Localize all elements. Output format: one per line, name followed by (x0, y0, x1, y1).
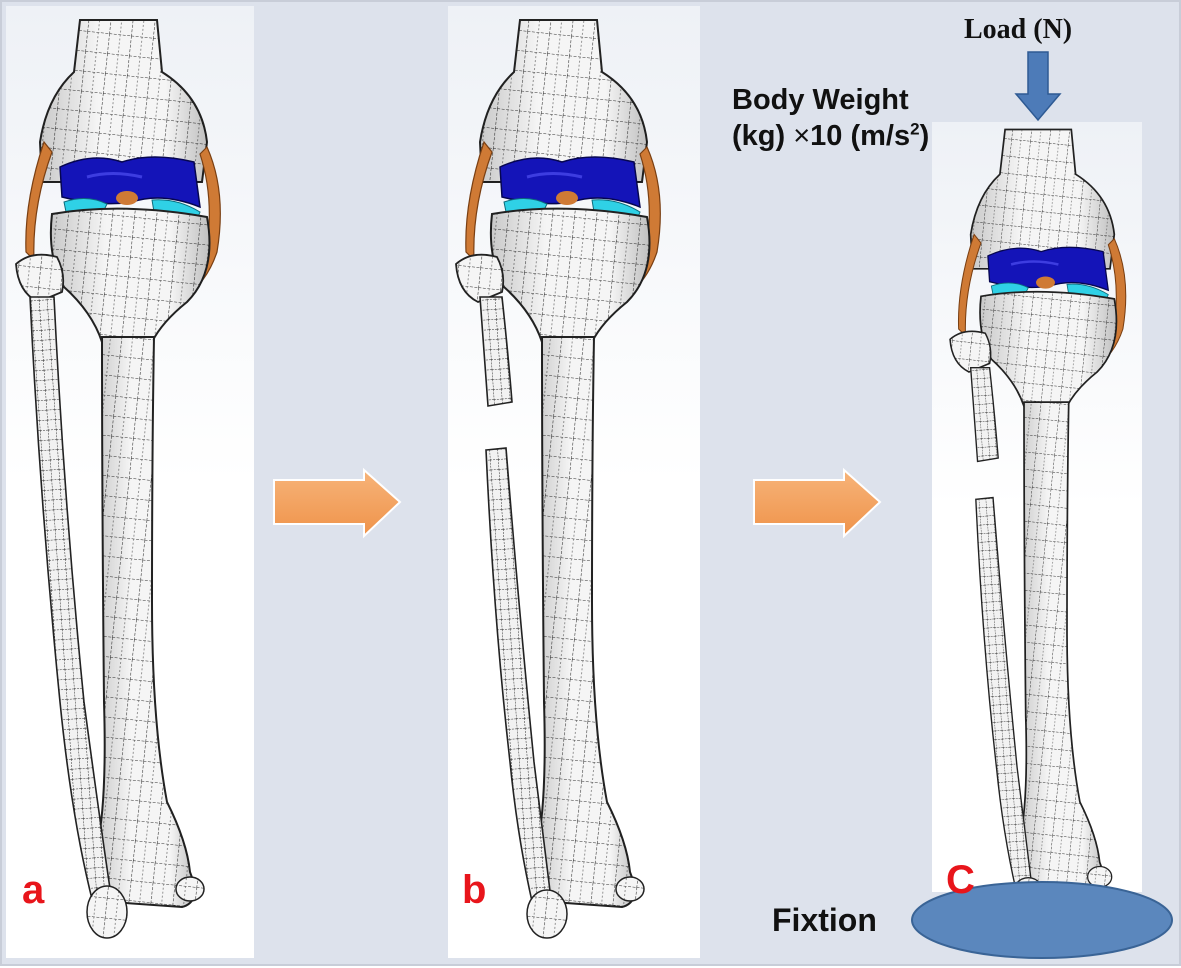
gravity-exponent: 2 (910, 119, 920, 139)
panel-label-a: a (22, 868, 45, 912)
body-weight-line1: Body Weight (732, 84, 909, 116)
body-weight-unit: (kg) (732, 120, 794, 153)
load-arrow (1014, 51, 1062, 122)
knee-model-b (454, 18, 662, 939)
panel-label-c: C (946, 858, 975, 902)
fixation-plate (911, 881, 1173, 959)
fibula-proximal-fragment (479, 296, 513, 407)
panel-c (911, 51, 1173, 959)
panel-a (6, 6, 254, 958)
fixation-label: Fixtion (772, 902, 877, 938)
transition-arrow-1 (273, 467, 402, 539)
body-weight-line2: (kg) ×10 (m/s2) (732, 118, 929, 154)
times-sign: × (793, 120, 811, 153)
panel-b (448, 6, 700, 958)
load-label: Load (N) (964, 14, 1073, 45)
body-weight-label: Body Weight (kg) ×10 (m/s2) (732, 82, 929, 155)
knee-model-a (14, 18, 222, 939)
transition-arrow-2 (753, 467, 882, 539)
panel-label-b: b (462, 868, 487, 912)
gravity-value: 10 (m/s (810, 120, 911, 153)
gravity-close: ) (919, 120, 930, 153)
